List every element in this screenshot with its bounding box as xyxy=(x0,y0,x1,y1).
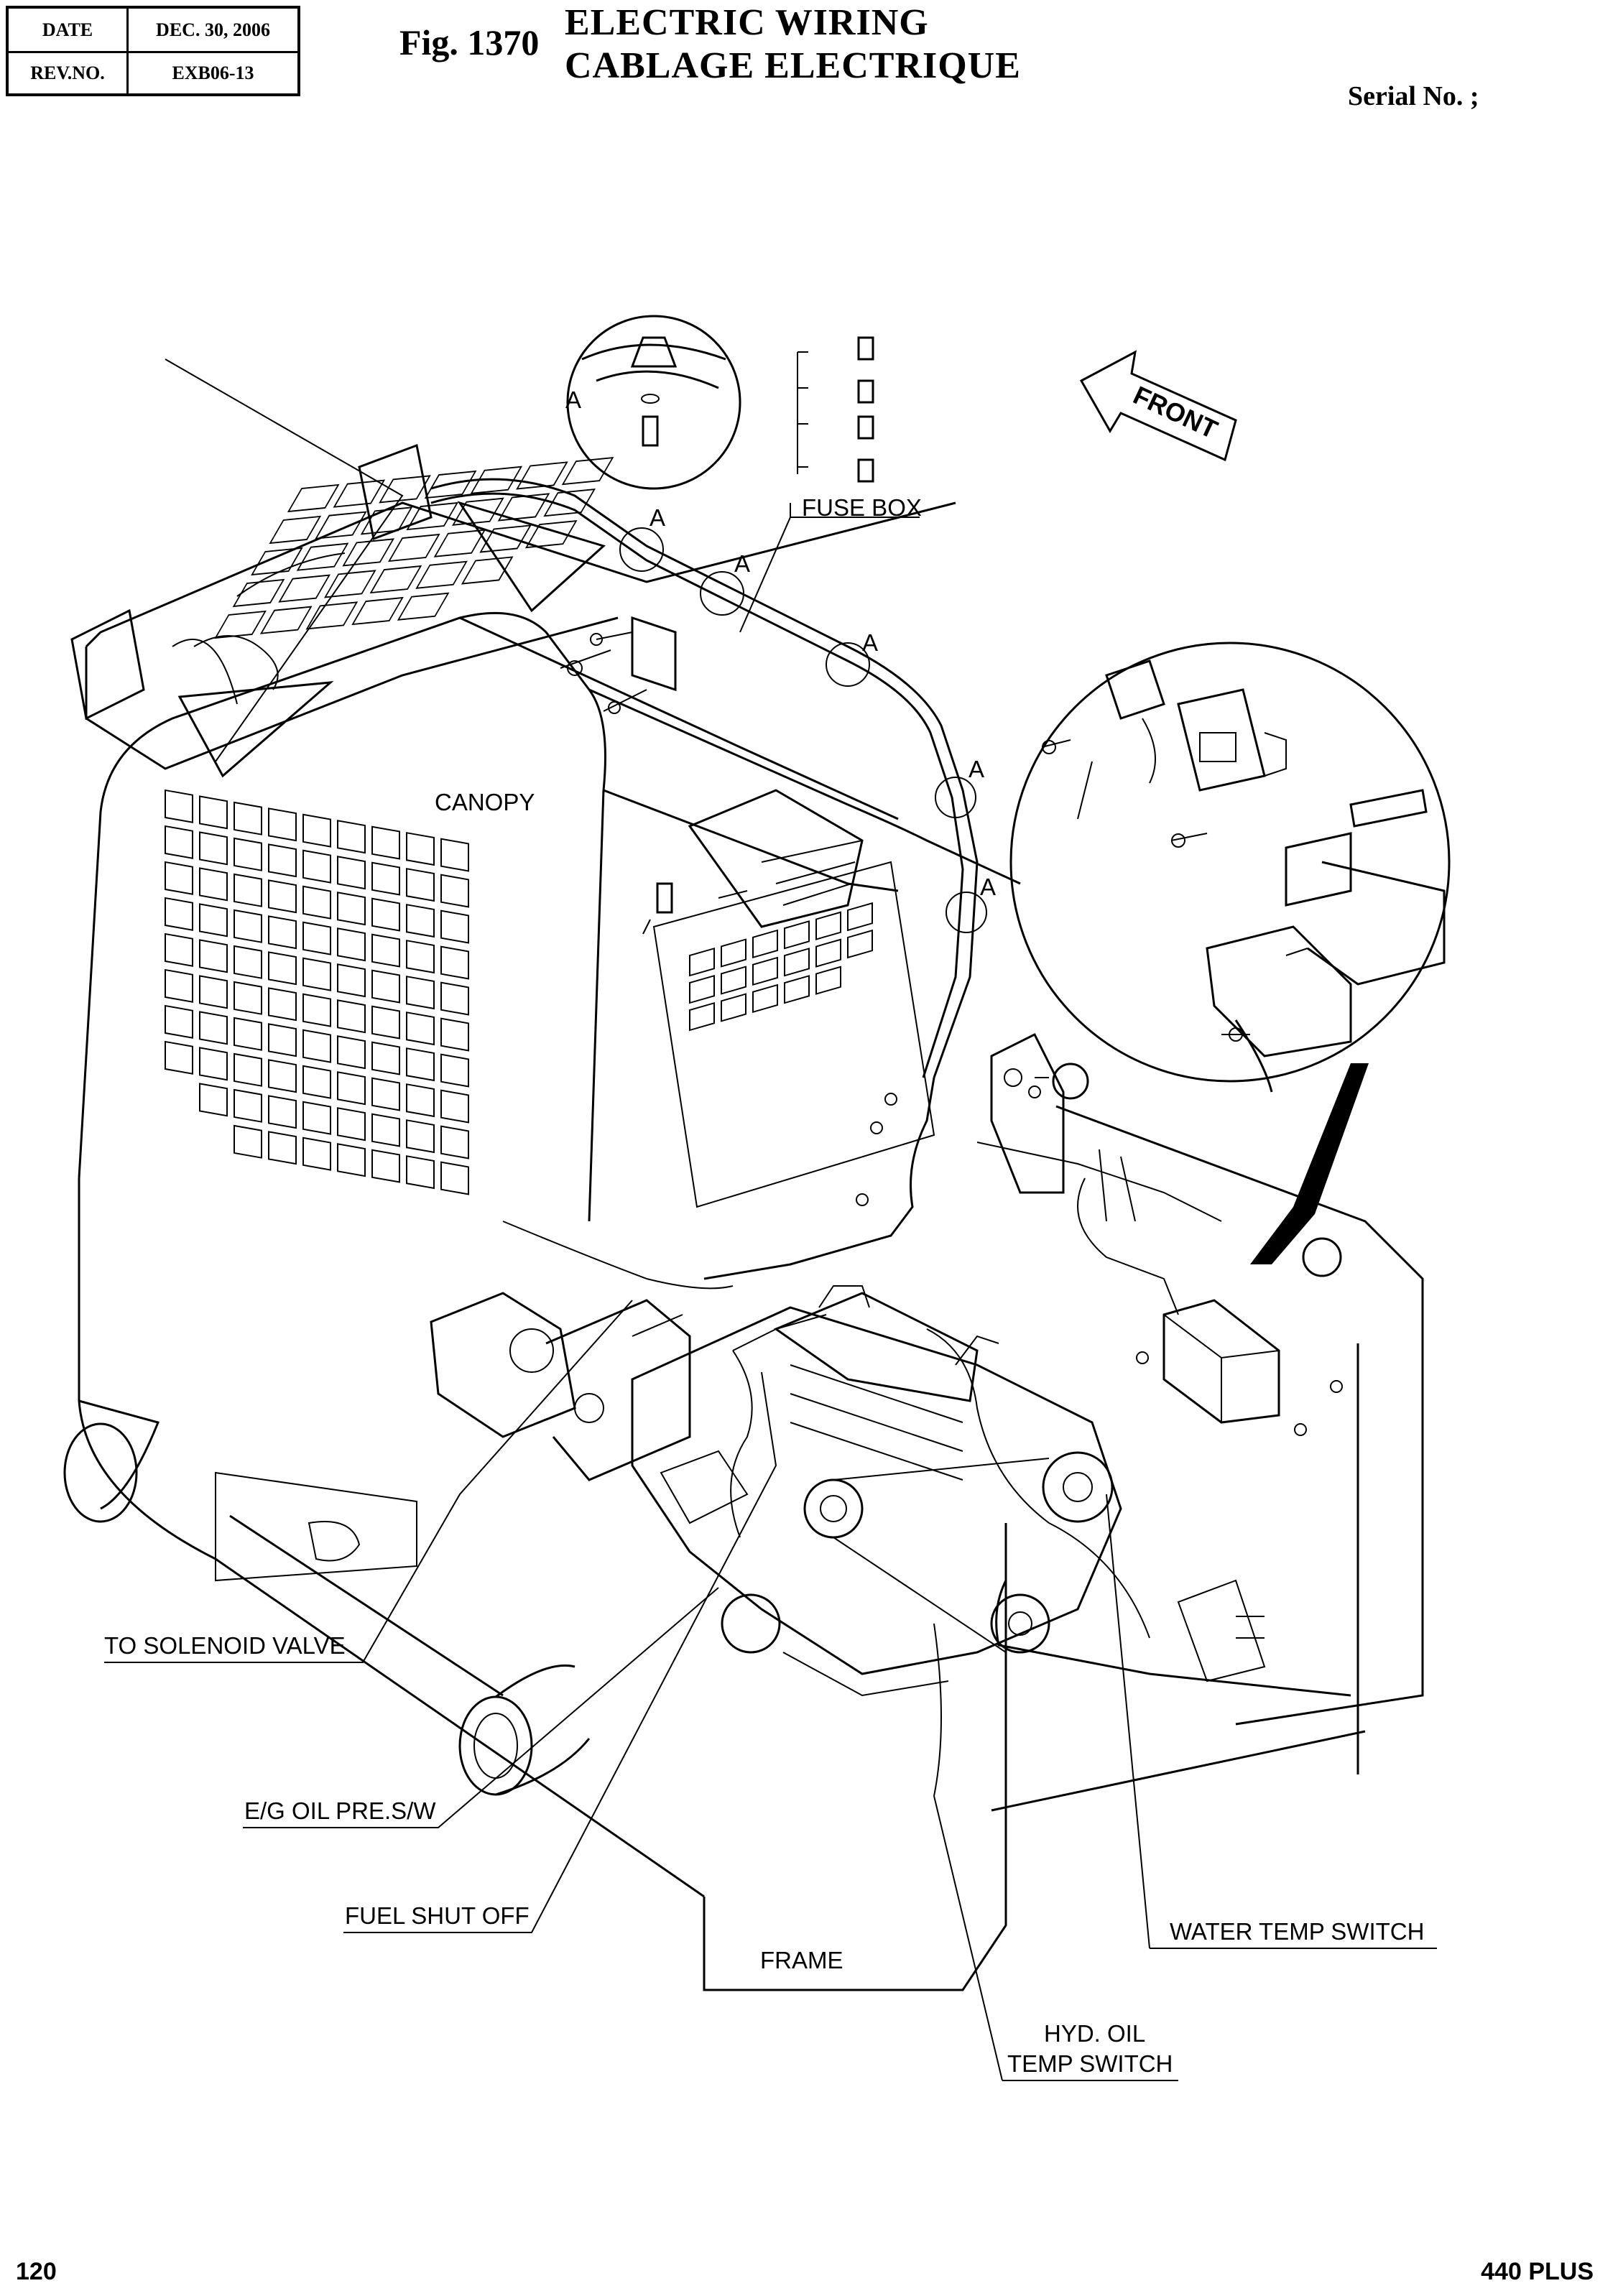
rear-window-grid xyxy=(689,902,873,1032)
detail-a-label: A xyxy=(969,756,984,782)
header-info-table: DATE DEC. 30, 2006 REV.NO. EXB06-13 xyxy=(6,6,300,96)
bolt-icon xyxy=(884,1093,897,1106)
water-temp-switch-label: WATER TEMP SWITCH xyxy=(1170,1918,1424,1945)
fuse-icon xyxy=(857,415,874,440)
fuse-icon xyxy=(857,336,874,361)
bolt-icon xyxy=(856,1193,869,1206)
fuse-group: FUSE BOX xyxy=(739,336,922,633)
date-value: DEC. 30, 2006 xyxy=(156,19,270,40)
detail-a-label: A xyxy=(565,386,581,413)
date-label: DATE xyxy=(42,19,93,40)
eg-oil-pre-sw-callout: E/G OIL PRE.S/W xyxy=(243,1587,719,1828)
engine-block xyxy=(631,1285,1122,1797)
fuse-icon xyxy=(857,458,874,483)
exhaust-muffler xyxy=(458,1664,591,1796)
detail-a-markers: A A A A A xyxy=(649,504,996,900)
front-arrow-icon: FRONT xyxy=(1079,350,1237,462)
relay-icon xyxy=(1105,659,1165,720)
bolt-icon xyxy=(567,660,583,676)
roof-harness xyxy=(193,478,979,1078)
serial-number: Serial No. ; xyxy=(1348,81,1479,111)
to-solenoid-valve-label: TO SOLENOID VALVE xyxy=(104,1632,346,1659)
title-french: CABLAGE ELECTRIQUE xyxy=(565,45,1021,86)
hyd-oil-label-line2: TEMP SWITCH xyxy=(1007,2050,1173,2077)
svg-text:FRONT: FRONT xyxy=(1129,380,1222,445)
roof-lamp-right xyxy=(358,443,606,613)
harness-clamp-markers xyxy=(619,527,987,933)
fuse-box-label: FUSE BOX xyxy=(802,494,922,521)
detail-a-label: A xyxy=(649,504,665,531)
fuel-shut-off-label: FUEL SHUT OFF xyxy=(345,1902,530,1929)
washer-icon xyxy=(590,633,603,646)
work-lamp xyxy=(642,789,864,935)
model-name: 440 PLUS xyxy=(1481,2258,1594,2285)
figure-number: Fig. 1370 xyxy=(399,22,540,63)
eg-oil-pre-sw-label: E/G OIL PRE.S/W xyxy=(244,1797,436,1824)
bolt-icon xyxy=(1330,1380,1343,1393)
bolt-icon xyxy=(1294,1423,1307,1436)
side-grid xyxy=(165,789,469,1195)
fuse-icon xyxy=(857,379,874,404)
bolt-icon xyxy=(1229,1027,1243,1042)
detail-relay-callout xyxy=(1009,642,1451,1083)
table-divider xyxy=(9,51,297,53)
detail-a-label: A xyxy=(862,629,878,656)
battery-box xyxy=(1162,1299,1280,1424)
rear-bracket xyxy=(990,1032,1089,1194)
hydraulic-pump xyxy=(430,1292,691,1481)
hyd-oil-label-line1: HYD. OIL xyxy=(1044,2020,1145,2047)
bolt-icon xyxy=(1136,1351,1149,1364)
detail-a-callout: A xyxy=(565,315,741,490)
rev-value: EXB06-13 xyxy=(172,63,254,83)
washer-icon xyxy=(608,701,621,714)
roof-grid xyxy=(214,457,614,639)
water-temp-switch-callout: WATER TEMP SWITCH xyxy=(1106,1494,1437,1949)
bolt-icon xyxy=(1171,833,1185,848)
canopy-outline xyxy=(78,358,1021,1222)
roof-lamp-left xyxy=(70,608,334,778)
fuel-shut-off-callout: FUEL SHUT OFF xyxy=(343,1371,777,1933)
engine-harness xyxy=(502,1077,1222,1639)
washer-icon xyxy=(641,394,660,404)
clamp-icon xyxy=(630,336,678,368)
title-english: ELECTRIC WIRING xyxy=(565,2,929,43)
frame-label: FRAME xyxy=(760,1947,843,1973)
callout-leader xyxy=(1250,1063,1369,1264)
rev-label: REV.NO. xyxy=(30,63,105,83)
hyd-oil-temp-switch-callout: HYD. OIL TEMP SWITCH xyxy=(933,1795,1178,2081)
detail-a-label: A xyxy=(980,874,996,900)
canopy-label: CANOPY xyxy=(435,789,535,815)
detail-a-label: A xyxy=(734,550,750,577)
bolt-icon xyxy=(642,415,659,447)
page-number: 120 xyxy=(16,2258,57,2285)
frame-outline xyxy=(78,1019,1424,1991)
lamp-icon xyxy=(656,882,673,914)
roof-bracket xyxy=(560,616,677,714)
to-solenoid-valve-callout: TO SOLENOID VALVE xyxy=(104,1300,633,1663)
misc-fasteners xyxy=(856,1085,1343,1436)
controller-icon xyxy=(1177,688,1266,792)
left-port xyxy=(63,1422,138,1523)
bolt-icon xyxy=(870,1121,883,1134)
bolt-icon xyxy=(1028,1085,1041,1098)
bolt-icon xyxy=(1042,740,1056,754)
